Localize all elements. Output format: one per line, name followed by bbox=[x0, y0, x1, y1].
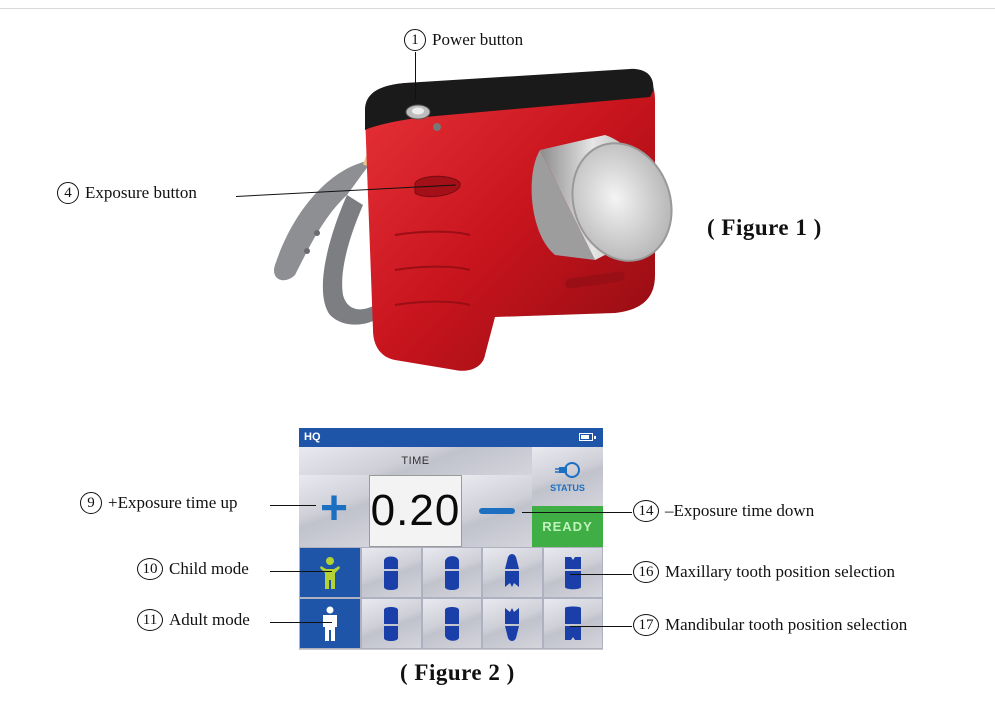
tooth-icon bbox=[444, 606, 459, 641]
callout-number: 1 bbox=[404, 29, 426, 51]
adult-mode-button[interactable] bbox=[299, 598, 361, 649]
mandibular-position-3[interactable] bbox=[482, 598, 543, 649]
time-up-button[interactable]: + bbox=[299, 475, 369, 547]
callout-label: Child mode bbox=[169, 559, 249, 578]
tooth-icon bbox=[505, 553, 520, 587]
child-icon bbox=[320, 556, 340, 589]
callout-time-down: 14 –Exposure time down bbox=[633, 500, 814, 522]
callout-adult-mode: 11 Adult mode bbox=[137, 609, 250, 631]
time-label-text: TIME bbox=[401, 455, 430, 467]
callout-number: 17 bbox=[633, 614, 659, 636]
callout-exposure-button: 4 Exposure button bbox=[57, 182, 197, 204]
callout-number: 9 bbox=[80, 492, 102, 514]
tooth-icon bbox=[444, 555, 459, 590]
mandibular-position-4[interactable] bbox=[542, 598, 603, 649]
hq-label: HQ bbox=[304, 431, 321, 443]
leader-line-power bbox=[415, 52, 417, 100]
tooth-icon bbox=[564, 556, 581, 589]
callout-label: Power button bbox=[432, 30, 524, 49]
callout-label: Exposure button bbox=[85, 183, 197, 202]
xray-tube-face bbox=[571, 142, 673, 262]
callout-number: 10 bbox=[137, 558, 163, 580]
leader-line-time-down bbox=[522, 512, 632, 514]
callout-label: Maxillary tooth position selection bbox=[665, 562, 895, 581]
exposure-time-value: 0.20 bbox=[370, 486, 461, 535]
leader-line-mandibular bbox=[570, 626, 632, 628]
figure-2-caption: ( Figure 2 ) bbox=[400, 660, 515, 685]
top-divider bbox=[0, 8, 995, 9]
mandibular-position-1[interactable] bbox=[361, 598, 422, 649]
status-indicator: STATUS bbox=[532, 447, 603, 506]
callout-power-button: 1 Power button bbox=[404, 29, 523, 51]
mandibular-position-2[interactable] bbox=[421, 598, 482, 649]
plus-icon: + bbox=[319, 482, 349, 535]
callout-label: +Exposure time up bbox=[108, 493, 238, 512]
callout-mandibular: 17 Mandibular tooth position selection bbox=[633, 614, 907, 636]
figure-1-caption: ( Figure 1 ) bbox=[707, 215, 822, 240]
status-icon bbox=[554, 461, 580, 478]
exposure-time-display: 0.20 bbox=[369, 475, 462, 547]
time-down-button[interactable] bbox=[462, 475, 532, 547]
callout-number: 16 bbox=[633, 561, 659, 583]
callout-label: Mandibular tooth position selection bbox=[665, 615, 908, 634]
callout-child-mode: 10 Child mode bbox=[137, 558, 249, 580]
maxillary-position-3[interactable] bbox=[482, 547, 543, 598]
tooth-icon bbox=[384, 606, 399, 641]
control-screen: HQ TIME + 0.20 STATUS READY bbox=[299, 428, 603, 650]
tooth-icon bbox=[505, 607, 520, 641]
maxillary-position-1[interactable] bbox=[361, 547, 422, 598]
battery-icon bbox=[579, 433, 596, 441]
leader-line-child bbox=[270, 571, 332, 573]
status-bar: HQ bbox=[299, 428, 603, 447]
leader-line-time-up bbox=[270, 505, 316, 507]
callout-maxillary: 16 Maxillary tooth position selection bbox=[633, 561, 895, 583]
child-mode-button[interactable] bbox=[299, 547, 361, 598]
tooth-icon bbox=[384, 556, 399, 590]
status-label: STATUS bbox=[550, 482, 585, 493]
device-top-panel bbox=[365, 68, 654, 130]
ready-label: READY bbox=[542, 519, 593, 534]
callout-number: 14 bbox=[633, 500, 659, 522]
minus-icon bbox=[479, 508, 515, 514]
callout-number: 4 bbox=[57, 182, 79, 204]
callout-time-up: 9 +Exposure time up bbox=[80, 492, 238, 514]
adult-icon bbox=[323, 606, 337, 641]
tooth-icon bbox=[564, 606, 581, 640]
callout-label: Adult mode bbox=[169, 610, 250, 629]
callout-number: 11 bbox=[137, 609, 163, 631]
leader-line-maxillary bbox=[570, 574, 632, 576]
maxillary-position-2[interactable] bbox=[421, 547, 482, 598]
hand-strap bbox=[274, 160, 373, 281]
time-label: TIME bbox=[299, 447, 532, 475]
maxillary-position-4[interactable] bbox=[542, 547, 603, 598]
leader-line-adult bbox=[270, 622, 332, 624]
callout-label: –Exposure time down bbox=[665, 501, 815, 520]
xray-device-illustration bbox=[274, 68, 673, 371]
